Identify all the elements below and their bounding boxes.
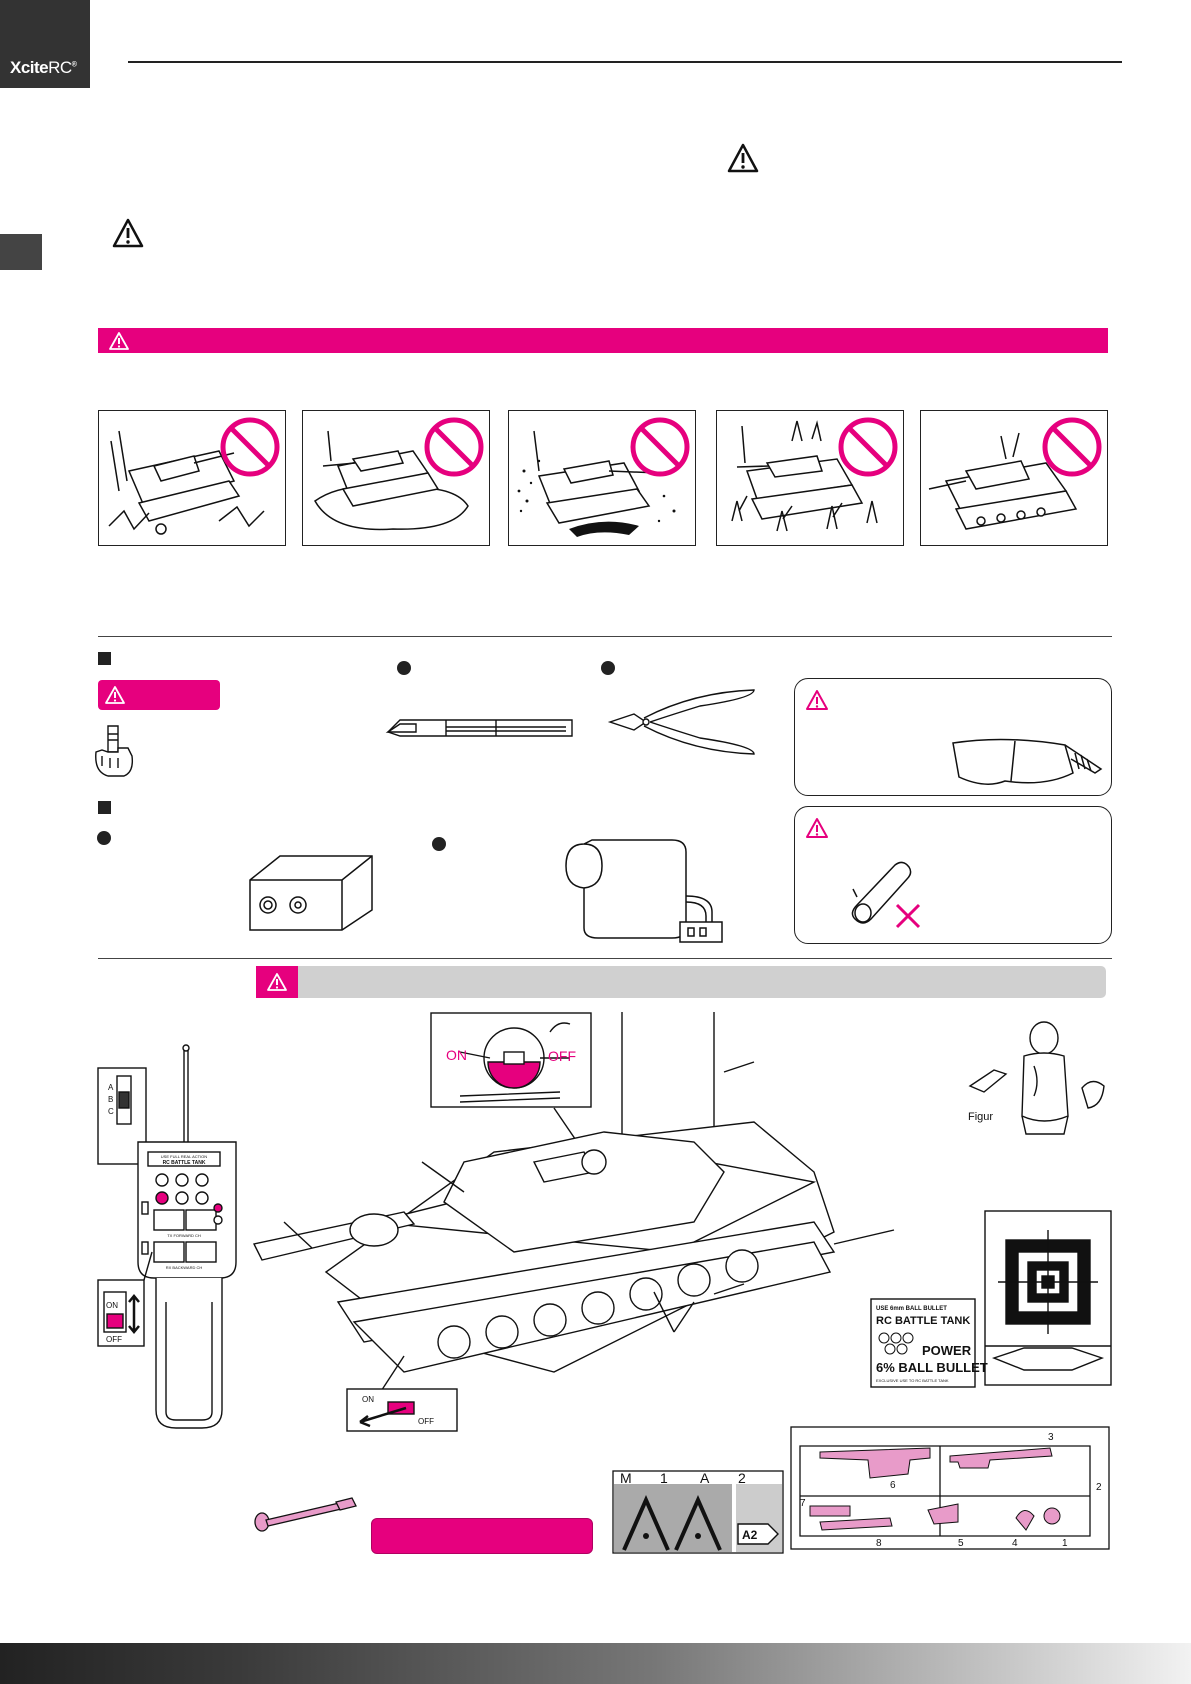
brand-name-light: RC <box>48 58 72 77</box>
bullet-box-line4: 6% BALL BULLET <box>876 1360 988 1375</box>
brand-logo-text: XciteRC® <box>10 58 77 78</box>
warning-panel-drop <box>98 410 286 546</box>
section-divider <box>98 958 1112 959</box>
bullet-box-line1: USE 6mm BALL BULLET <box>876 1306 947 1312</box>
remote-face-line3: TX FORWARD CH <box>167 1233 201 1238</box>
warning-triangle-icon <box>806 818 828 838</box>
9v-battery-icon <box>249 855 373 931</box>
damaged-battery-icon <box>851 861 921 929</box>
remote-switch-a: A <box>108 1083 114 1092</box>
bullet-box: USE 6mm BALL BULLET RC BATTLE TANK POWER… <box>870 1298 988 1388</box>
side-tab <box>0 234 42 270</box>
prohibited-sign-icon <box>1042 417 1102 477</box>
prohibited-sign-icon <box>630 417 690 477</box>
bullet-dot <box>397 661 411 675</box>
part-number-3: 3 <box>1048 1432 1054 1443</box>
warning-panel-grass <box>716 410 904 546</box>
decal-sheet: M 1 A 2 A2 <box>612 1470 784 1554</box>
part-number-5: 5 <box>958 1538 964 1549</box>
tank-grass-illustration <box>731 420 878 532</box>
pink-label-box <box>371 1518 593 1554</box>
decal-letter-1: M <box>620 1470 632 1486</box>
decal-badge: A2 <box>742 1528 758 1542</box>
warning-panel-sand <box>508 410 696 546</box>
remote-switch-b: B <box>108 1095 113 1104</box>
tank-water-illustration <box>314 430 469 531</box>
remote-control-illustration: A B C ON OFF USE FULL REAL ACTION RC BAT… <box>97 1044 237 1429</box>
turret-switch-inset: ON OFF <box>430 1012 592 1108</box>
brand-registered: ® <box>71 61 77 69</box>
battery-warning-box <box>794 806 1112 944</box>
warning-triangle-icon <box>112 218 144 248</box>
warning-triangle-icon <box>806 690 828 710</box>
turret-switch-off-label: OFF <box>548 1048 576 1064</box>
bullet-dot <box>97 831 111 845</box>
footer-bar <box>0 1643 1191 1684</box>
tank-main-illustration <box>252 1012 895 1403</box>
tank-sand-illustration <box>517 430 676 537</box>
remote-on-label: ON <box>106 1301 118 1310</box>
prohibited-sign-icon <box>424 417 484 477</box>
warning-banner <box>98 328 1108 353</box>
bullet-box-line2: RC BATTLE TANK <box>876 1315 970 1327</box>
section-divider <box>98 636 1112 637</box>
prohibited-sign-icon <box>220 417 280 477</box>
brand-name-bold: Xcite <box>10 58 49 77</box>
decal-letter-4: 2 <box>738 1470 746 1486</box>
warning-panel-water <box>302 410 490 546</box>
remote-face-line2: RC BATTLE TANK <box>163 1160 206 1166</box>
figure-illustration: Figur <box>968 1021 1105 1135</box>
tank-drop-illustration <box>108 430 265 535</box>
bullet-box-line3: POWER <box>922 1343 972 1358</box>
parts-banner-cap <box>256 966 298 998</box>
header-rule <box>128 61 1122 63</box>
brand-logo: XciteRC® <box>0 0 90 88</box>
remote-switch-c: C <box>108 1107 114 1116</box>
bullet-square <box>98 652 111 665</box>
decal-letter-3: A <box>700 1470 710 1486</box>
part-number-4: 4 <box>1012 1538 1018 1549</box>
bullet-square <box>98 801 111 814</box>
warning-triangle-icon <box>109 332 129 350</box>
part-number-7: 7 <box>800 1498 806 1509</box>
hobby-knife-icon <box>385 719 573 737</box>
part-number-1: 1 <box>1062 1538 1068 1549</box>
warning-panel-hatch <box>920 410 1108 546</box>
prohibited-sign-icon <box>838 417 898 477</box>
bullet-dot <box>601 661 615 675</box>
battery-pack-icon <box>565 839 723 943</box>
warning-triangle-icon <box>267 973 287 991</box>
remote-face-line1: USE FULL REAL ACTION <box>161 1154 207 1159</box>
safety-goggles-icon <box>952 738 1103 785</box>
decal-letter-2: 1 <box>660 1470 668 1486</box>
tank-hatch-illustration <box>928 432 1078 530</box>
bottom-switch-off-label: OFF <box>418 1417 434 1426</box>
figure-label: Figur <box>968 1111 993 1123</box>
warning-triangle-icon <box>727 143 759 173</box>
part-number-8: 8 <box>876 1538 882 1549</box>
bottom-switch-on-label: ON <box>362 1395 374 1404</box>
bullet-box-line5: EXCLUSIVE USE TO RC BATTLE TANK <box>876 1378 949 1383</box>
ramrod-tool-icon <box>254 1497 357 1532</box>
remote-face-line4: RX BACKWARD CH <box>166 1265 203 1270</box>
part-number-6: 6 <box>890 1480 896 1491</box>
parts-sprue-sheet: 3 6 7 2 8 5 4 1 <box>790 1426 1110 1550</box>
part-number-2: 2 <box>1096 1482 1102 1493</box>
turret-switch-on-label: ON <box>446 1047 467 1063</box>
warning-pill <box>98 680 220 710</box>
warning-triangle-icon <box>105 686 125 704</box>
side-cutter-pliers-icon <box>607 689 755 755</box>
parts-banner <box>256 966 1106 998</box>
remote-off-label: OFF <box>106 1335 122 1344</box>
bottom-switch-inset: ON OFF <box>346 1388 458 1432</box>
bullet-dot <box>432 837 446 851</box>
target-sheet <box>984 1210 1112 1386</box>
safety-goggles-box <box>794 678 1112 796</box>
bandaged-finger-icon <box>95 725 134 777</box>
